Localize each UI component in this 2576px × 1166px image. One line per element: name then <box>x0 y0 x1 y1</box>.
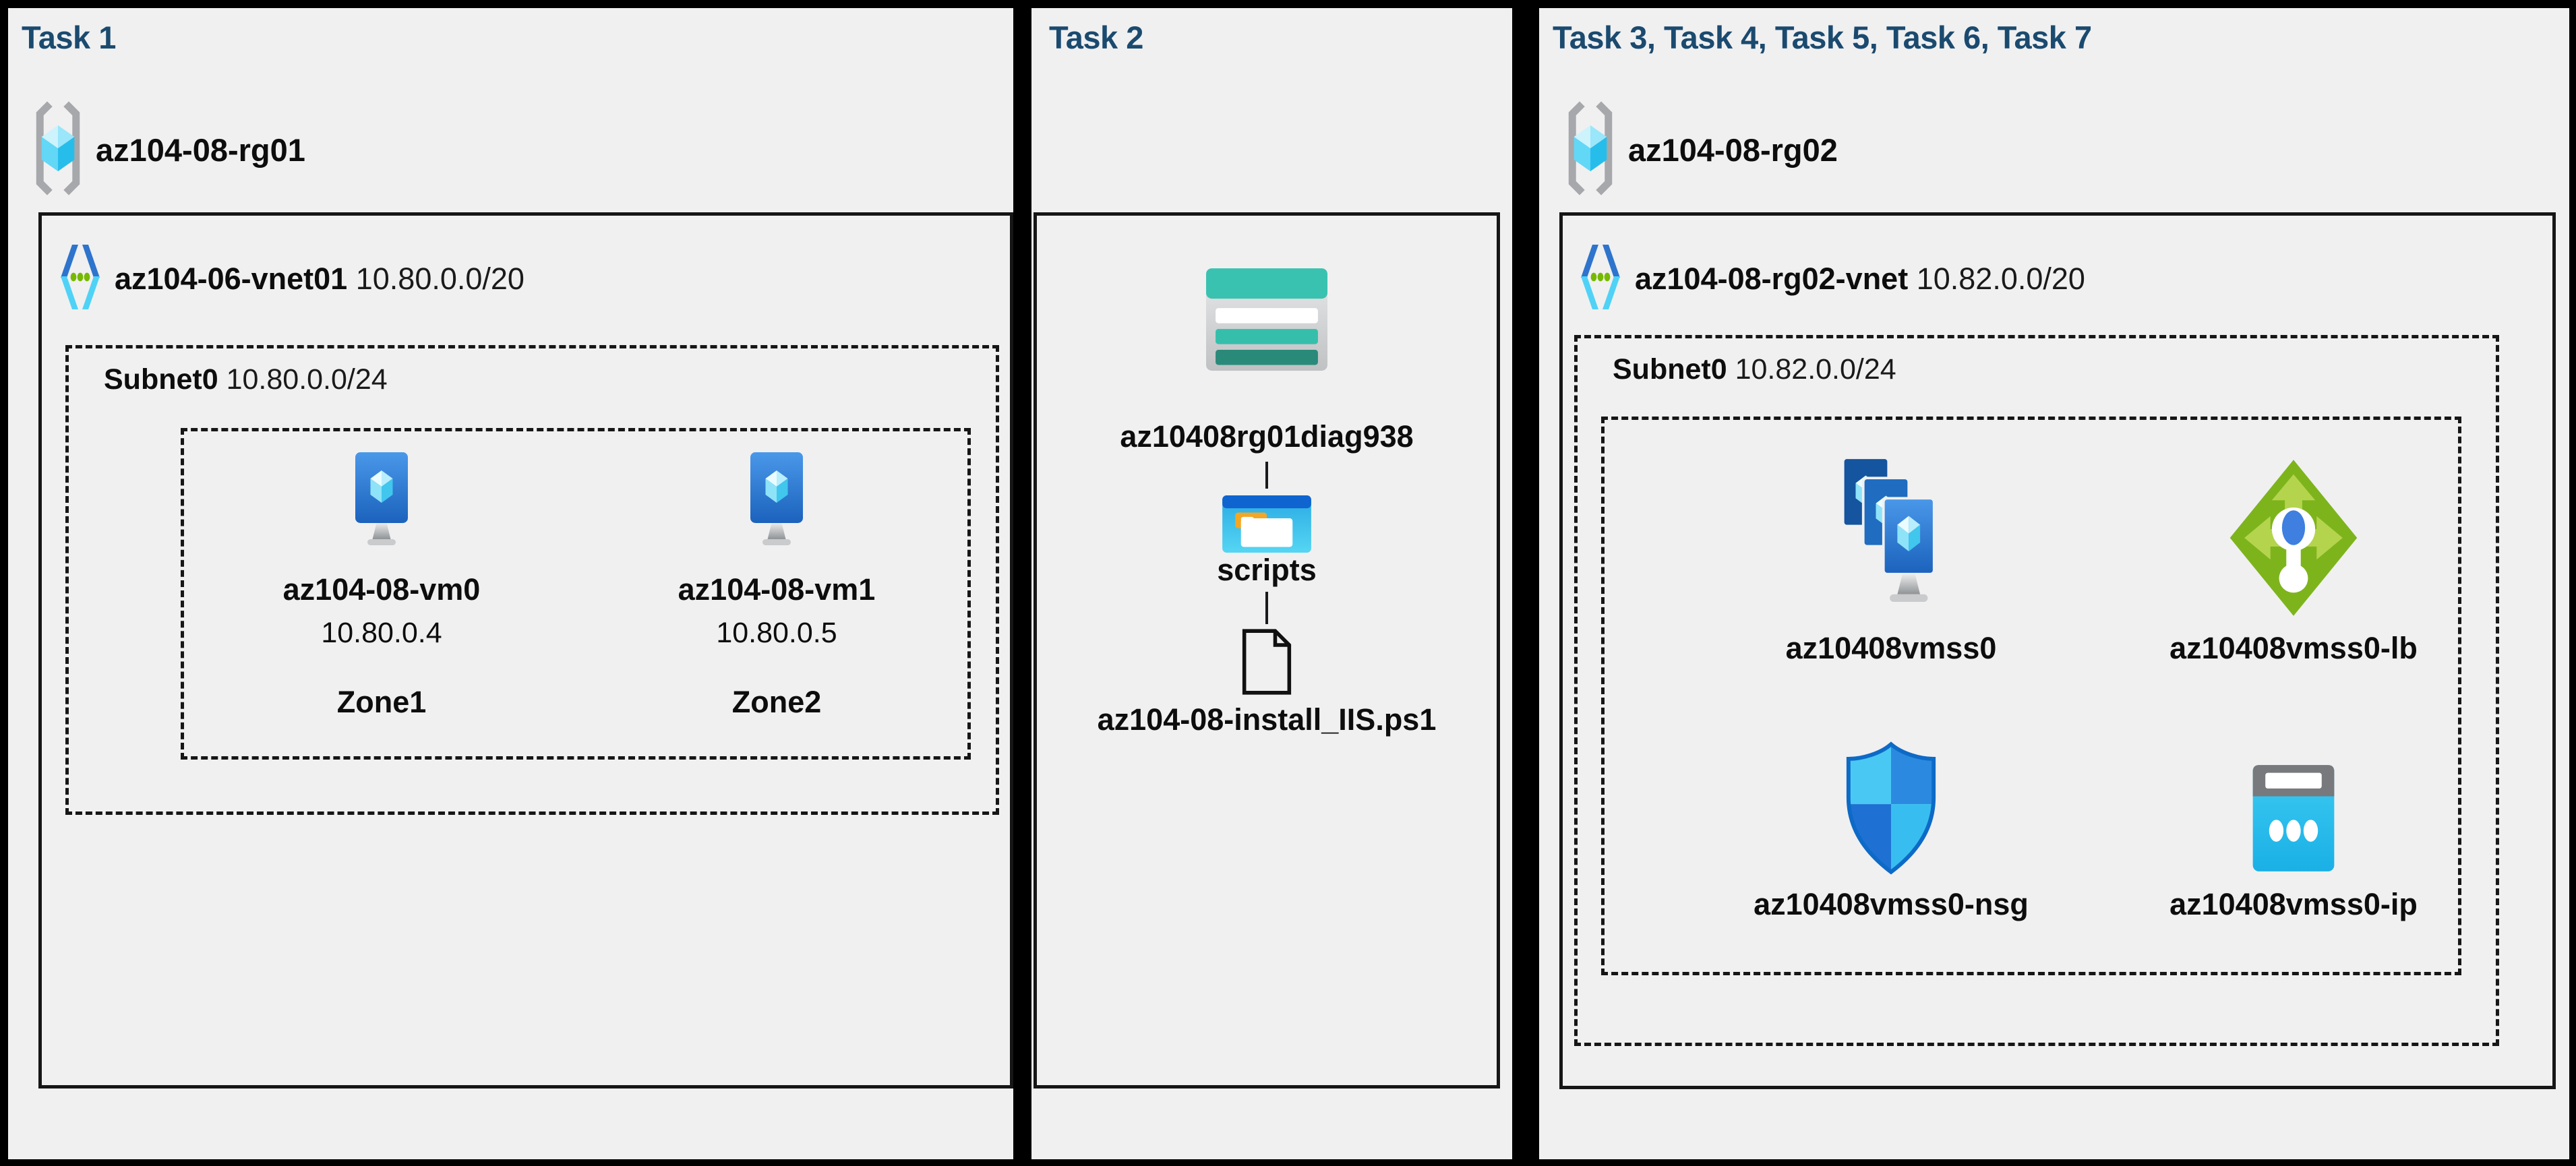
connector-line <box>1265 592 1268 624</box>
public-ip-icon <box>2252 765 2335 871</box>
resource-group-name: az104-08-rg02 <box>1628 132 1838 168</box>
rg01-boundary-box: az104-06-vnet01 10.80.0.0/20 Subnet0 10.… <box>38 212 1013 1088</box>
vm-scale-set-icon <box>1841 456 1936 602</box>
panel-task3: Task 3, Task 4, Task 5, Task 6, Task 7 a… <box>1539 8 2569 1159</box>
task2-boundary-box: az10408rg01diag938 scripts <box>1034 212 1500 1088</box>
script-file-label-row: az104-08-install_IIS.ps1 <box>1037 702 1497 737</box>
resource-group-rg02: az104-08-rg02 <box>1564 99 2171 200</box>
panel-task2: Task 2 az10408rg01diag938 <box>1031 8 1512 1159</box>
scripts-folder <box>1037 495 1497 556</box>
scripts-folder-name: scripts <box>1217 553 1317 587</box>
resource-group-icon <box>36 101 80 195</box>
task1-title: Task 1 <box>22 20 116 55</box>
document-icon <box>1242 629 1292 695</box>
load-balancer-icon <box>2229 460 2358 616</box>
lb-name: az10408vmss0-lb <box>2169 631 2418 665</box>
virtual-network-icon <box>61 245 100 309</box>
vnet02-name: az104-08-rg02-vnet 10.82.0.0/20 <box>1635 262 2085 296</box>
resource-group-name: az104-08-rg01 <box>96 132 305 168</box>
virtual-machine-icon <box>750 452 803 545</box>
subnet0-label-rg02: Subnet0 10.82.0.0/24 <box>1613 353 1896 386</box>
script-file <box>1037 628 1497 699</box>
vmss-resources-box: az10408vmss0 <box>1601 417 2461 975</box>
panel-task1: Task 1 az104-08-rg01 <box>8 8 1013 1159</box>
task2-title: Task 2 <box>1049 20 1143 55</box>
vnet01-name: az104-06-vnet01 10.80.0.0/20 <box>115 262 525 296</box>
vnet02-header: az104-08-rg02-vnet 10.82.0.0/20 <box>1581 243 2457 317</box>
subnet0-box-rg01: Subnet0 10.80.0.0/24 <box>65 345 999 815</box>
ip-cell: az10408vmss0-ip <box>2118 737 2469 922</box>
task3-title: Task 3, Task 4, Task 5, Task 6, Task 7 <box>1553 20 2092 55</box>
lb-cell: az10408vmss0-lb <box>2118 450 2469 666</box>
storage-account <box>1037 268 1497 374</box>
scripts-label-row: scripts <box>1037 553 1497 588</box>
virtual-network-icon <box>1581 245 1620 309</box>
connector-line <box>1265 462 1268 489</box>
nsg-name: az10408vmss0-nsg <box>1754 887 2029 921</box>
vmss-name: az10408vmss0 <box>1785 631 1997 665</box>
vm1-zone: Zone2 <box>731 685 822 719</box>
subnet0-label-rg01: Subnet0 10.80.0.0/24 <box>104 363 388 396</box>
vm0-name: az104-08-vm0 <box>282 572 481 607</box>
subnet0-box-rg02: Subnet0 10.82.0.0/24 <box>1574 335 2499 1046</box>
storage-account-icon <box>1206 268 1327 371</box>
resource-group-icon <box>1568 101 1613 195</box>
vm-zone-box: az104-08-vm0 10.80.0.4 Zone1 <box>181 428 971 760</box>
folder-icon <box>1222 495 1311 553</box>
vm1-ip: 10.80.0.5 <box>716 617 837 649</box>
network-security-group-icon <box>1846 741 1936 875</box>
vm1-name: az104-08-vm1 <box>678 572 876 607</box>
resource-group-rg01: az104-08-rg01 <box>32 99 638 200</box>
script-file-name: az104-08-install_IIS.ps1 <box>1097 702 1437 737</box>
vm0-cell: az104-08-vm0 10.80.0.4 Zone1 <box>233 450 530 720</box>
rg02-boundary-box: az104-08-rg02-vnet 10.82.0.0/20 Subnet0 … <box>1559 212 2556 1089</box>
ip-name: az10408vmss0-ip <box>2169 887 2418 921</box>
vmss-cell: az10408vmss0 <box>1716 450 2066 666</box>
vnet01-header: az104-06-vnet01 10.80.0.0/20 <box>61 243 870 317</box>
storage-account-name: az10408rg01diag938 <box>1120 419 1414 454</box>
vm1-cell: az104-08-vm1 10.80.0.5 Zone2 <box>628 450 925 720</box>
nsg-cell: az10408vmss0-nsg <box>1716 737 2066 922</box>
vm0-ip: 10.80.0.4 <box>321 617 442 649</box>
virtual-machine-icon <box>355 452 408 545</box>
vm0-zone: Zone1 <box>336 685 427 719</box>
storage-account-label-row: az10408rg01diag938 <box>1037 419 1497 454</box>
